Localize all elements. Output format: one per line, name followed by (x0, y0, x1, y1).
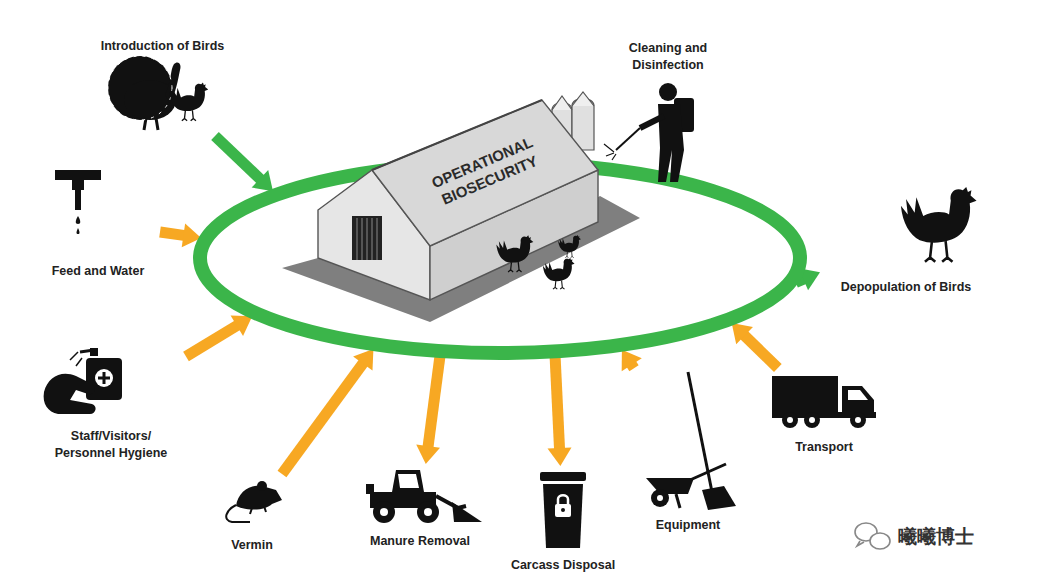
arrow-head (732, 323, 753, 344)
arrow-head (622, 350, 642, 372)
flow-arrow (416, 356, 440, 464)
item-label: Introduction of Birds (101, 38, 225, 55)
arrow-head (231, 315, 253, 336)
wheelbarrow-broom-icon (646, 372, 736, 510)
item-label: Staff/Visitors/ Personnel Hygiene (40, 428, 182, 462)
arrow-shaft (186, 325, 239, 357)
wheelie-bin-icon (540, 472, 586, 548)
item-label: Manure Removal (370, 533, 470, 550)
arrow-shaft (160, 232, 185, 236)
item-label: Feed and Water (52, 263, 145, 280)
truck-icon (772, 376, 876, 428)
arrow-shaft (555, 356, 560, 450)
hen-icon (901, 187, 977, 262)
arrow-shaft (215, 136, 261, 180)
tap-icon (55, 170, 101, 234)
input-item: Equipment (634, 366, 742, 536)
input-item: Vermin (212, 474, 292, 556)
flow-arrow (186, 315, 252, 356)
arrow-shaft (428, 356, 440, 448)
arrow-shaft (282, 362, 364, 474)
wechat-icon (855, 523, 890, 549)
flow-arrow (215, 136, 273, 191)
loader-icon (366, 470, 482, 523)
flow-arrow (732, 323, 778, 368)
item-label: Transport (795, 439, 853, 456)
input-item: Feed and Water (36, 164, 160, 282)
item-label: Depopulation of Birds (841, 279, 972, 296)
hen-icon (558, 235, 581, 258)
item-label: Carcass Disposal (511, 557, 615, 574)
flow-arrow (282, 349, 373, 474)
flow-arrow (160, 223, 201, 247)
rat-icon (226, 481, 282, 522)
flow-arrow (622, 350, 642, 372)
arrow-shaft (743, 334, 778, 368)
hen-icon (543, 258, 575, 289)
hand-sanitizer-icon (44, 348, 122, 414)
item-label: Vermin (231, 537, 273, 554)
item-label: Equipment (656, 517, 721, 534)
arrow-head (548, 447, 572, 466)
barn-illustration (282, 92, 640, 322)
watermark: 曦曦博士 (898, 524, 974, 550)
arrow-head (252, 170, 273, 191)
arrow-head (353, 349, 373, 371)
hen-icon (170, 83, 209, 121)
flow-arrow (548, 356, 572, 466)
item-label: Cleaning and Disinfection (616, 40, 720, 74)
arrow-head (416, 445, 440, 464)
sprayer-worker-icon (604, 83, 694, 182)
hen-icon (496, 235, 533, 272)
